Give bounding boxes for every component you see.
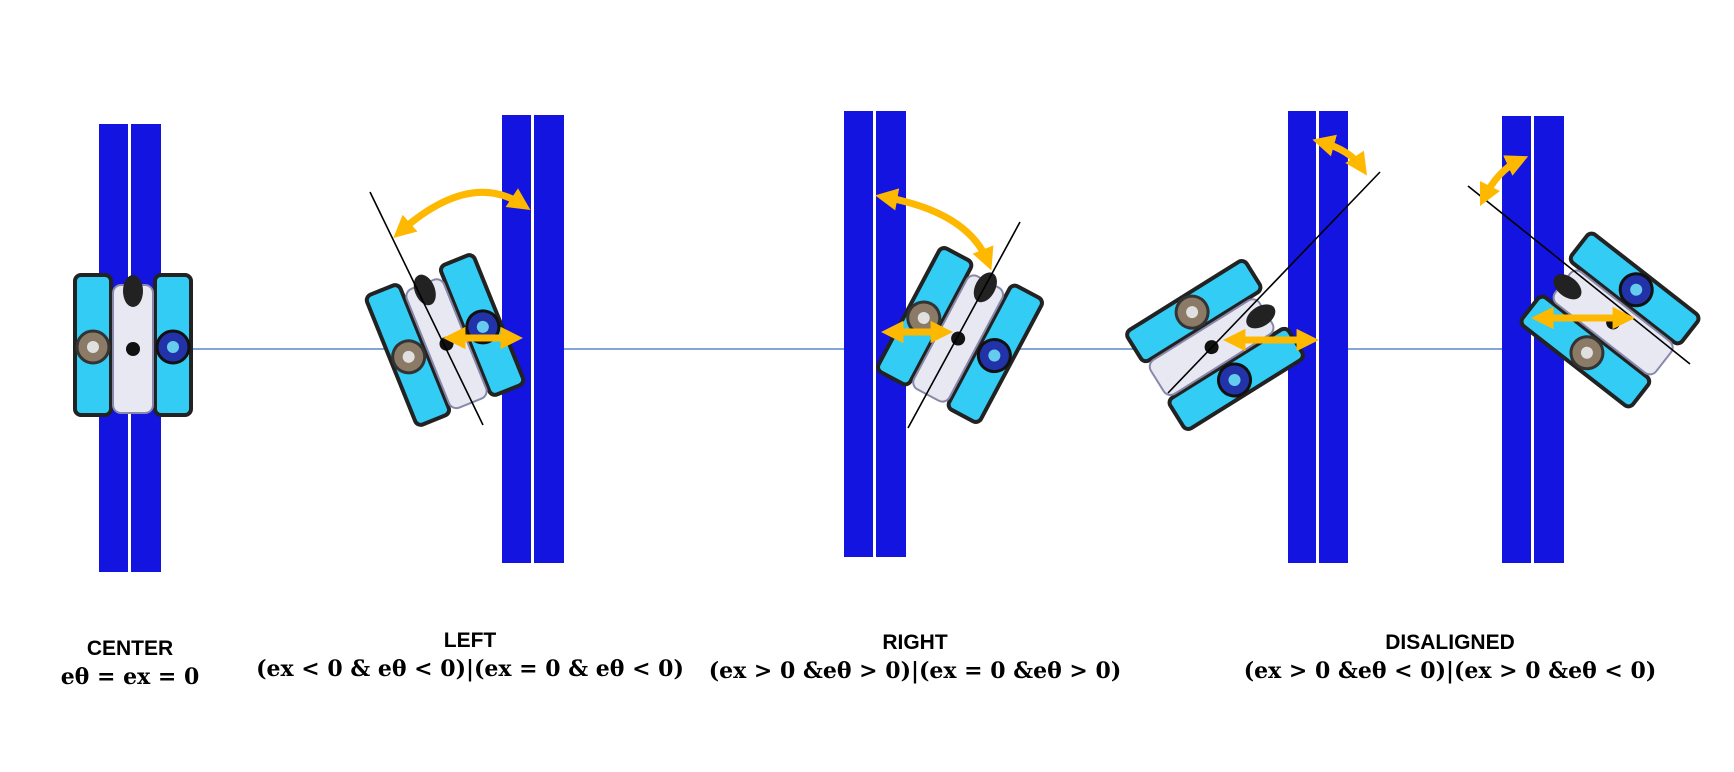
angle-arrow-right	[875, 188, 994, 271]
caption-title: RIGHT	[882, 631, 948, 654]
caption-left: LEFT (ex < 0 & eθ < 0)|(ex = 0 & eθ < 0)	[250, 628, 690, 684]
angle-arrow-disaligned-2	[1479, 155, 1529, 207]
caption-disaligned: DISALIGNED (ex > 0 &eθ < 0)|(ex > 0 &eθ …	[1230, 630, 1670, 686]
caption-equation: (ex > 0 &eθ < 0)|(ex > 0 &eθ < 0)	[1243, 658, 1657, 684]
caption-title: LEFT	[443, 629, 497, 652]
caption-equation: (ex > 0 &eθ > 0)|(ex = 0 &eθ > 0)	[708, 658, 1122, 684]
caption-title: DISALIGNED	[1385, 631, 1515, 654]
caption-title: CENTER	[86, 637, 174, 660]
caption-equation: (ex < 0 & eθ < 0)|(ex = 0 & eθ < 0)	[256, 656, 684, 682]
caption-right: RIGHT (ex > 0 &eθ > 0)|(ex = 0 &eθ > 0)	[700, 630, 1130, 686]
robot-center	[73, 273, 193, 417]
axis-line-left	[369, 191, 484, 426]
angle-arrow-left	[393, 188, 531, 238]
axis-line-disaligned-2	[1467, 185, 1691, 365]
axis-line-disaligned-1	[1167, 171, 1381, 394]
angle-arrow-disaligned-1	[1312, 134, 1367, 176]
caption-center: CENTER eθ = ex = 0	[30, 636, 230, 692]
caption-equation: eθ = ex = 0	[60, 664, 200, 690]
axis-line-right	[907, 221, 1021, 429]
